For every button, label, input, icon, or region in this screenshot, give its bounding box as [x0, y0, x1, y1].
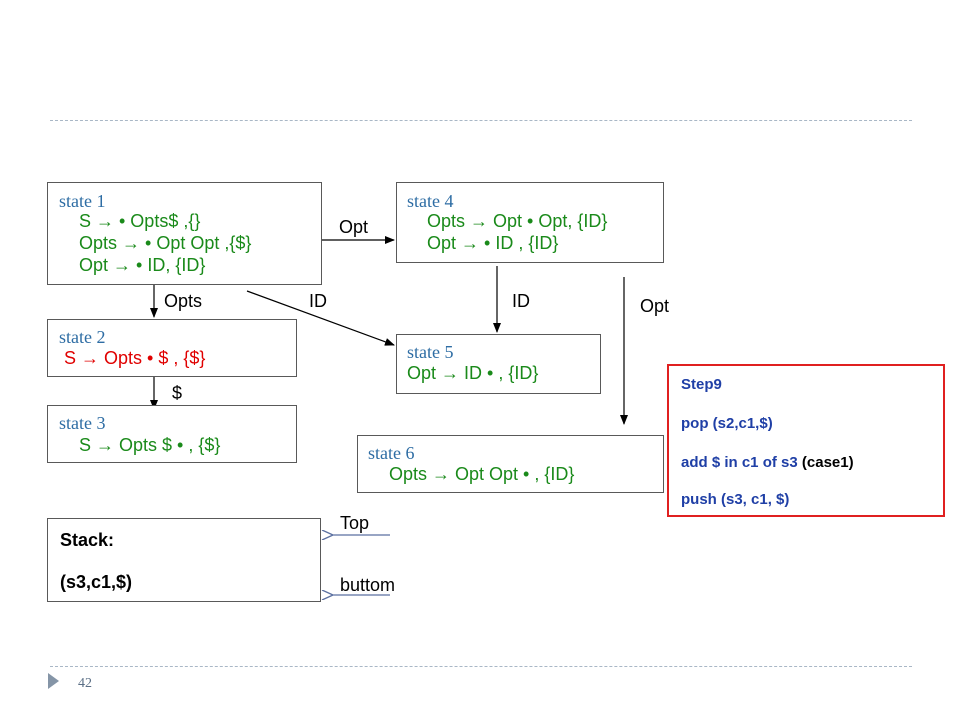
state-5-item-1: Opt → ID • , {ID} [407, 363, 539, 383]
edge-label-s1-s2: Opts [164, 291, 203, 311]
state-1-item-1: S → • Opts$ ,{} [79, 211, 201, 231]
state-6-title: state 6 [368, 443, 415, 463]
edge-label-s2-s3: $ [172, 383, 183, 403]
edge-label-s4-s6: Opt [640, 296, 670, 316]
step-line-add-main: add $ in c1 of s3 [681, 454, 798, 471]
state-1-box: state 1 S → • Opts$ ,{} Opts → • Opt Opt… [47, 182, 322, 285]
slide-bullet-icon [48, 673, 59, 689]
bottom-pointer-label: buttom [340, 575, 396, 595]
edge-label-s1-s4: Opt [339, 217, 369, 237]
state-4-item-2: Opt → • ID , {ID} [427, 233, 559, 253]
state-3-title: state 3 [59, 413, 106, 433]
stack-title: Stack: [60, 530, 115, 550]
state-6-item-1: Opts → Opt Opt • , {ID} [389, 464, 575, 484]
top-divider [50, 120, 912, 121]
state-6-box: state 6 Opts → Opt Opt • , {ID} [357, 435, 664, 493]
step-line-add: add $ in c1 of s3 (case1) [681, 454, 854, 472]
state-5-title: state 5 [407, 342, 454, 362]
stack-box: Stack: (s3,c1,$) [47, 518, 321, 602]
state-4-title: state 4 [407, 191, 454, 211]
state-2-title: state 2 [59, 327, 106, 347]
state-2-box: state 2 S → Opts • $ , {$} [47, 319, 297, 377]
stack-entry: (s3,c1,$) [60, 572, 133, 592]
step-line-push: push (s3, c1, $) [681, 491, 790, 508]
state-4-box: state 4 Opts → Opt • Opt, {ID} Opt → • I… [396, 182, 664, 263]
state-5-box: state 5 Opt → ID • , {ID} [396, 334, 601, 394]
state-4-item-1: Opts → Opt • Opt, {ID} [427, 211, 608, 231]
state-1-title: state 1 [59, 191, 106, 211]
state-2-item-1: S → Opts • $ , {$} [64, 348, 206, 368]
edge-label-s4-s5: ID [512, 291, 530, 311]
step-line-add-case: (case1) [801, 454, 854, 471]
state-1-item-2: Opts → • Opt Opt ,{$} [79, 233, 252, 253]
top-pointer-label: Top [340, 513, 370, 533]
bottom-divider [50, 666, 912, 667]
state-3-item-1: S → Opts $ • , {$} [79, 435, 221, 455]
state-1-item-3: Opt → • ID, {ID} [79, 255, 206, 275]
edge-label-s1-s5: ID [309, 291, 327, 311]
step-note-box: Step9 pop (s2,c1,$) add $ in c1 of s3 (c… [667, 364, 945, 517]
step-line-pop: pop (s2,c1,$) [681, 415, 773, 432]
step-title: Step9 [681, 376, 722, 393]
state-3-box: state 3 S → Opts $ • , {$} [47, 405, 297, 463]
page-number: 42 [78, 676, 92, 691]
arrow-s1-s5 [246, 290, 395, 346]
